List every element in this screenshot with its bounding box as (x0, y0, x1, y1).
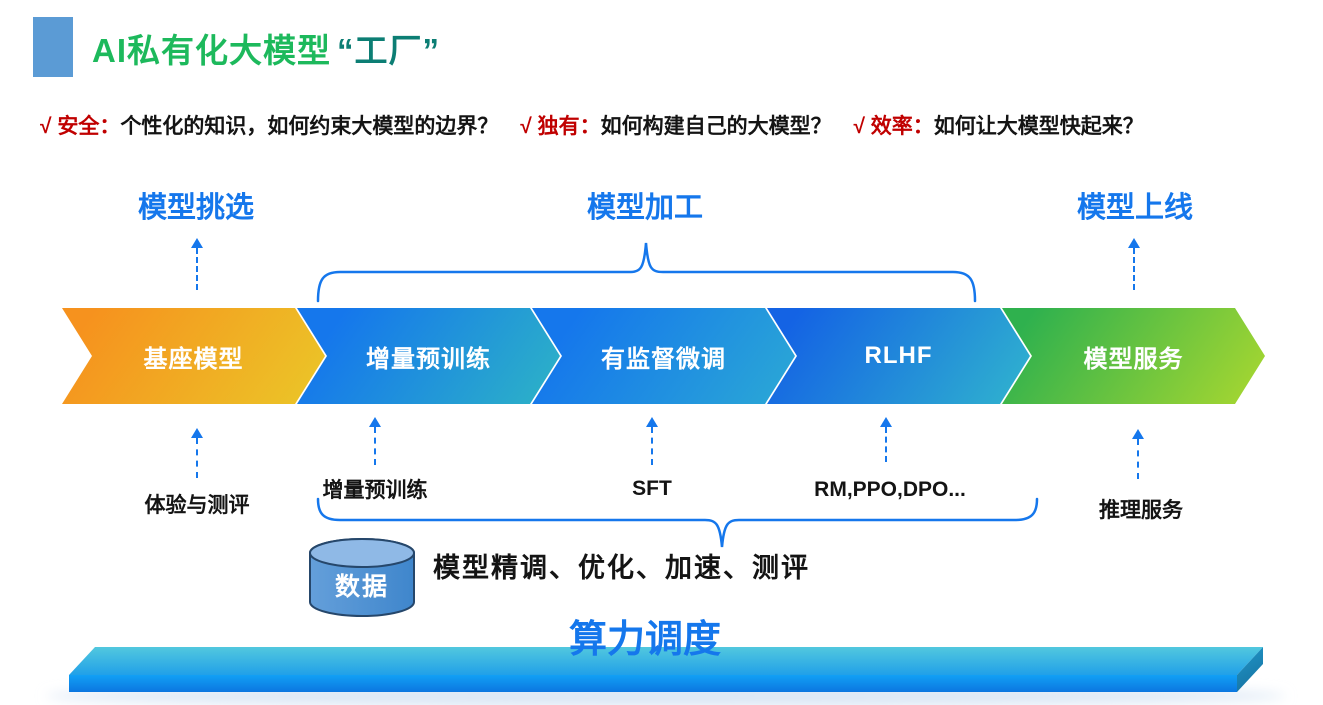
page-title-quoted: “工厂” (337, 32, 440, 69)
phase-label-model-processing: 模型加工 (586, 192, 704, 224)
dashed-up-arrow (191, 428, 203, 478)
requirement-exclusive-question: 如何构建自己的大模型？ (600, 115, 832, 138)
requirement-security-keyword: √ 安全： (40, 115, 121, 138)
title-marker-square (33, 17, 73, 77)
arrow-head-icon (646, 417, 658, 427)
requirement-exclusive: √ 独有：如何构建自己的大模型？ (520, 110, 831, 140)
requirement-security: √ 安全：个性化的知识，如何约束大模型的边界？ (40, 110, 498, 140)
arrow-head-icon (880, 417, 892, 427)
data-cylinder-icon (309, 538, 415, 617)
arrow-head-icon (191, 238, 203, 248)
arrow-shaft (885, 427, 887, 462)
pipeline-stage-label: RLHF (864, 342, 933, 369)
arrow-shaft (1137, 439, 1139, 479)
annotation-sft: SFT (632, 477, 672, 500)
requirements-line: √ 安全：个性化的知识，如何约束大模型的边界？ √ 独有：如何构建自己的大模型？… (40, 110, 1160, 140)
requirement-security-question: 个性化的知识，如何约束大模型的边界？ (120, 115, 499, 138)
arrow-shaft (196, 438, 198, 478)
dashed-up-arrow (1132, 429, 1144, 479)
compute-scheduling-label: 算力调度 (568, 619, 722, 661)
annotation-rm-ppo-dpo: RM,PPO,DPO... (814, 478, 966, 501)
pipeline-stage-model-serving: 模型服务 (1002, 308, 1265, 404)
arrow-shaft (374, 427, 376, 465)
pipeline-stage-continual-pretraining: 增量预训练 (297, 308, 560, 404)
pipeline-stage-rlhf: RLHF (767, 308, 1030, 404)
data-cylinder-label: 数据 (334, 573, 390, 601)
requirement-exclusive-keyword: √ 独有： (520, 115, 601, 138)
tuning-bottom-brace (316, 497, 1039, 548)
pipeline-stage-label: 增量预训练 (366, 345, 491, 373)
compute-platform (69, 647, 1263, 692)
arrow-head-icon (1128, 238, 1140, 248)
pipeline-stage-label: 基座模型 (143, 345, 244, 373)
processing-top-brace (316, 242, 977, 303)
arrow-shaft (196, 248, 198, 290)
phase-label-model-launch: 模型上线 (1076, 192, 1194, 224)
dashed-up-arrow (191, 238, 203, 290)
arrow-shaft (651, 427, 653, 465)
phase-label-model-selection: 模型挑选 (137, 192, 255, 224)
page-title: AI私有化大模型“工厂” (92, 24, 440, 72)
arrow-head-icon (1132, 429, 1144, 439)
dashed-up-arrow (880, 417, 892, 462)
process-note: 模型精调、优化、加速、测评 (433, 553, 810, 583)
pipeline-stage-label: 有监督微调 (601, 345, 726, 373)
annotation-continual-pretraining: 增量预训练 (322, 479, 428, 502)
arrow-head-icon (369, 417, 381, 427)
dashed-up-arrow (369, 417, 381, 465)
dashed-up-arrow (646, 417, 658, 465)
page-title-main: AI私有化大模型 (92, 32, 331, 69)
pipeline-stage-base-model: 基座模型 (62, 308, 325, 404)
annotation-evaluation: 体验与测评 (144, 494, 250, 517)
pipeline-stage-supervised-finetuning: 有监督微调 (532, 308, 795, 404)
pipeline-stage-label: 模型服务 (1083, 345, 1184, 373)
arrow-shaft (1133, 248, 1135, 290)
requirement-efficiency-question: 如何让大模型快起来？ (933, 115, 1144, 138)
requirement-efficiency: √ 效率：如何让大模型快起来？ (853, 110, 1143, 140)
arrow-head-icon (191, 428, 203, 438)
requirement-efficiency-keyword: √ 效率： (853, 115, 934, 138)
dashed-up-arrow (1128, 238, 1140, 290)
annotation-inference-service: 推理服务 (1099, 499, 1183, 522)
